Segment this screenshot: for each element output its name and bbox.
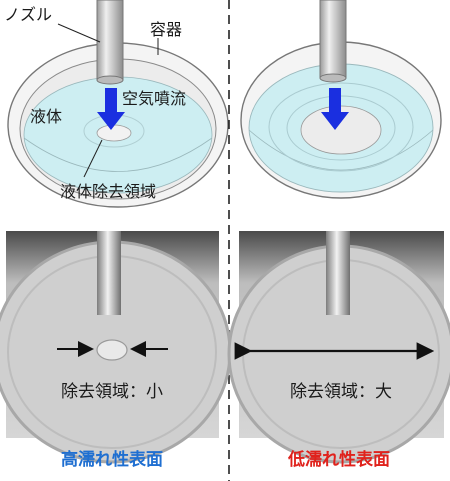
photo-nozzle-right	[326, 231, 350, 315]
photo-low-wettability: 除去領域：大	[227, 231, 450, 464]
removal-region-label: 液体除去領域	[60, 182, 156, 201]
container-label: 容器	[150, 20, 182, 39]
photo-right-caption: 除去領域：大	[290, 382, 392, 402]
removal-spot	[96, 339, 128, 361]
liquid-ring-outer-right	[268, 82, 414, 172]
photo-high-wettability: 除去領域：小	[0, 231, 232, 464]
liquid-removal-region	[96, 124, 132, 142]
air-jet-arrow-right	[321, 88, 349, 130]
photo-left-caption: 除去領域：小	[61, 382, 163, 402]
nozzle	[96, 0, 124, 81]
nozzle-tip-right	[319, 73, 347, 83]
air-jet-label: 空気噴流	[122, 89, 186, 108]
air-jet-arrow	[97, 88, 125, 130]
high-wettability-label: 高濡れ性表面	[61, 449, 163, 470]
low-wettability-label: 低濡れ性表面	[287, 449, 390, 470]
liquid-label: 液体	[30, 107, 62, 126]
schematic-high-wettability: ノズル 容器 空気噴流 液体 液体除去領域	[4, 0, 229, 208]
photo-nozzle	[97, 231, 121, 315]
schematic-low-wettability	[240, 0, 442, 199]
liquid-depth-edge-right	[248, 129, 434, 171]
nozzle-label: ノズル	[4, 5, 52, 24]
liquid-depth-edge	[23, 137, 213, 172]
nozzle-leader	[57, 23, 101, 43]
nozzle-right	[319, 0, 347, 79]
nozzle-tip	[96, 75, 124, 85]
removal-leader	[83, 139, 103, 178]
